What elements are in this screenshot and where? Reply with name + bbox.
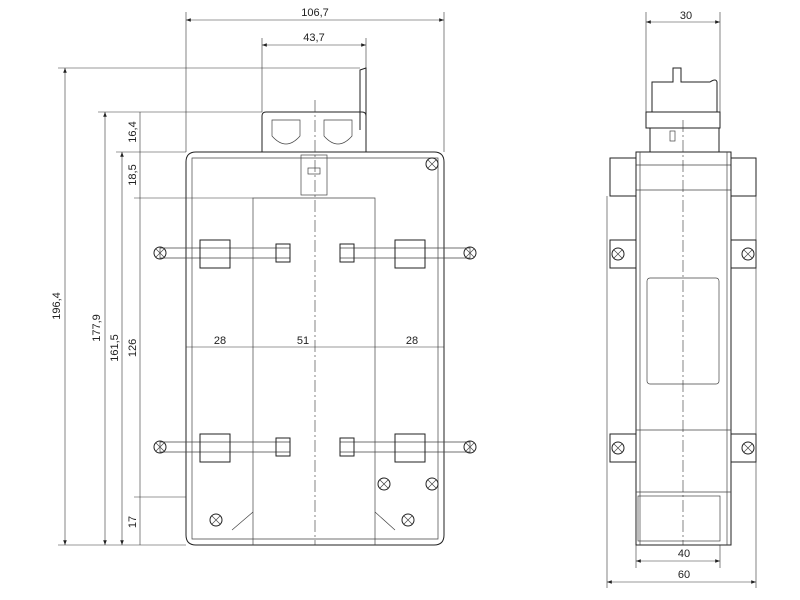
clip [359, 67, 367, 140]
dim-overall-height: 196,4 [51, 292, 63, 320]
dim-terminal-height: 16,4 [127, 121, 139, 142]
dim-top-margin: 18,5 [127, 164, 139, 185]
dim-right-margin: 28 [406, 335, 418, 347]
dim-window-height: 126 [127, 339, 139, 357]
dim-window-width: 51 [297, 335, 309, 347]
dim-body-height: 161,5 [109, 334, 121, 362]
dim-height-to-terminal: 177,9 [91, 314, 103, 342]
dim-left-margin: 28 [214, 335, 226, 347]
window [231, 197, 396, 545]
dim-terminal-width: 43,7 [303, 32, 324, 44]
terminal-block [261, 111, 367, 152]
front-dimensions: 106,7 43,7 196,4 177,9 161,5 16,4 18,5 1… [51, 7, 445, 546]
dim-overall-width: 106,7 [301, 7, 329, 19]
dim-side-overall-width: 60 [678, 569, 690, 581]
side-dimensions: 30 40 60 [606, 10, 757, 588]
mounting-bar-lower [153, 433, 477, 463]
dim-side-inner-width: 40 [678, 548, 690, 560]
dim-bottom-margin: 17 [127, 516, 139, 528]
dim-side-top-width: 30 [680, 10, 692, 22]
mounting-bar-upper [153, 239, 477, 269]
front-view [153, 67, 477, 546]
side-view [609, 67, 757, 546]
body-outline [185, 151, 445, 546]
